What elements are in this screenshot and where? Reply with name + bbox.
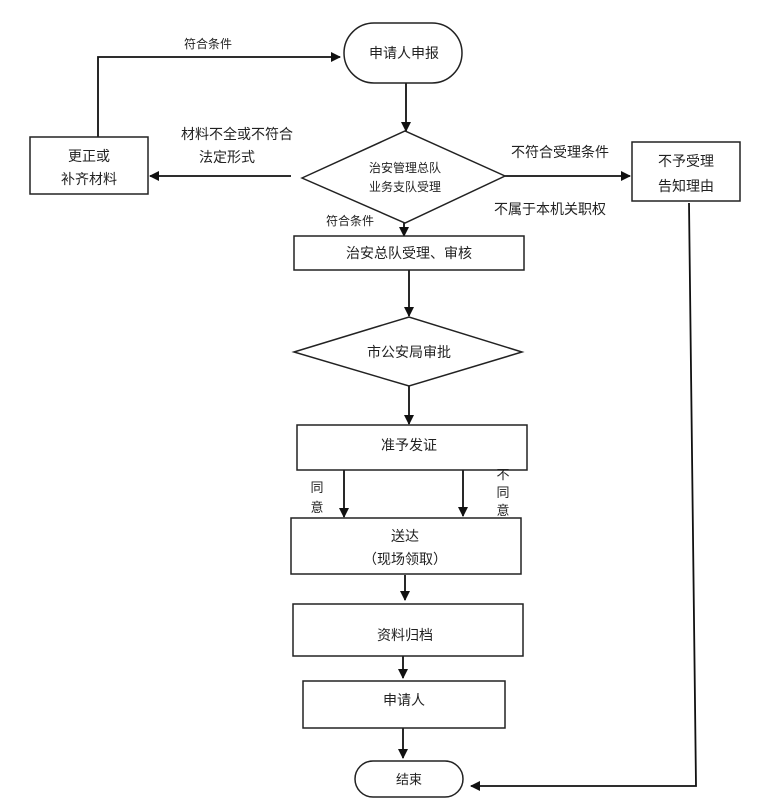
node-start-label: 申请人申报	[369, 46, 439, 62]
node-reject-label-line2: 告知理由	[658, 178, 714, 195]
node-approve: 准予发证	[296, 424, 528, 471]
edge-labels: 符合条件 材料不全或不符合 法定形式 不符合受理条件 不属于本机关职权 符合条件…	[181, 36, 609, 519]
label-agree-char1: 同	[310, 481, 323, 496]
label-d1-to-reject-bottom: 不属于本机关职权	[494, 202, 606, 218]
label-disagree-char1: 不	[496, 468, 509, 483]
node-deliver-label-line2: （现场领取）	[363, 552, 447, 568]
node-decision1-label-line1: 治安管理总队	[369, 160, 441, 175]
label-d1-to-correct-line2: 法定形式	[199, 150, 255, 166]
node-correct-label-line2: 补齐材料	[61, 172, 117, 188]
node-correct: 更正或 补齐材料	[29, 136, 149, 195]
node-end: 结束	[354, 760, 464, 798]
node-decision2: 市公安局审批	[291, 316, 525, 387]
node-archive-label: 资料归档	[377, 627, 433, 644]
node-deliver: 送达 （现场领取）	[290, 517, 522, 575]
edge-reject-to-end	[470, 202, 697, 791]
node-start: 申请人申报	[343, 22, 463, 84]
node-applicant-label: 申请人	[383, 693, 425, 709]
label-disagree-char3: 意	[496, 503, 509, 519]
node-applicant: 申请人	[302, 680, 506, 729]
node-reject: 不予受理 告知理由	[631, 141, 741, 202]
node-review: 治安总队受理、审核	[293, 235, 525, 271]
node-decision1: 治安管理总队 业务支队受理	[300, 130, 507, 224]
label-d1-to-correct-line1: 材料不全或不符合	[181, 126, 293, 143]
node-archive: 资料归档	[292, 603, 524, 657]
node-correct-label-line1: 更正或	[68, 149, 110, 165]
label-d1-to-reject-top: 不符合受理条件	[511, 144, 609, 161]
node-review-label: 治安总队受理、审核	[346, 246, 472, 262]
node-deliver-label-line1: 送达	[391, 529, 419, 545]
node-end-label: 结束	[396, 773, 422, 788]
label-d1-to-review: 符合条件	[326, 213, 374, 228]
label-agree-char2: 意	[310, 500, 323, 516]
node-decision1-label-line2: 业务支队受理	[369, 179, 441, 194]
node-decision2-label: 市公安局审批	[367, 344, 451, 361]
label-disagree-char2: 同	[496, 486, 509, 501]
label-correct-to-start: 符合条件	[184, 36, 232, 51]
node-reject-label-line1: 不予受理	[658, 154, 714, 170]
node-approve-label: 准予发证	[381, 438, 437, 454]
edge-correct-to-start	[97, 52, 341, 137]
